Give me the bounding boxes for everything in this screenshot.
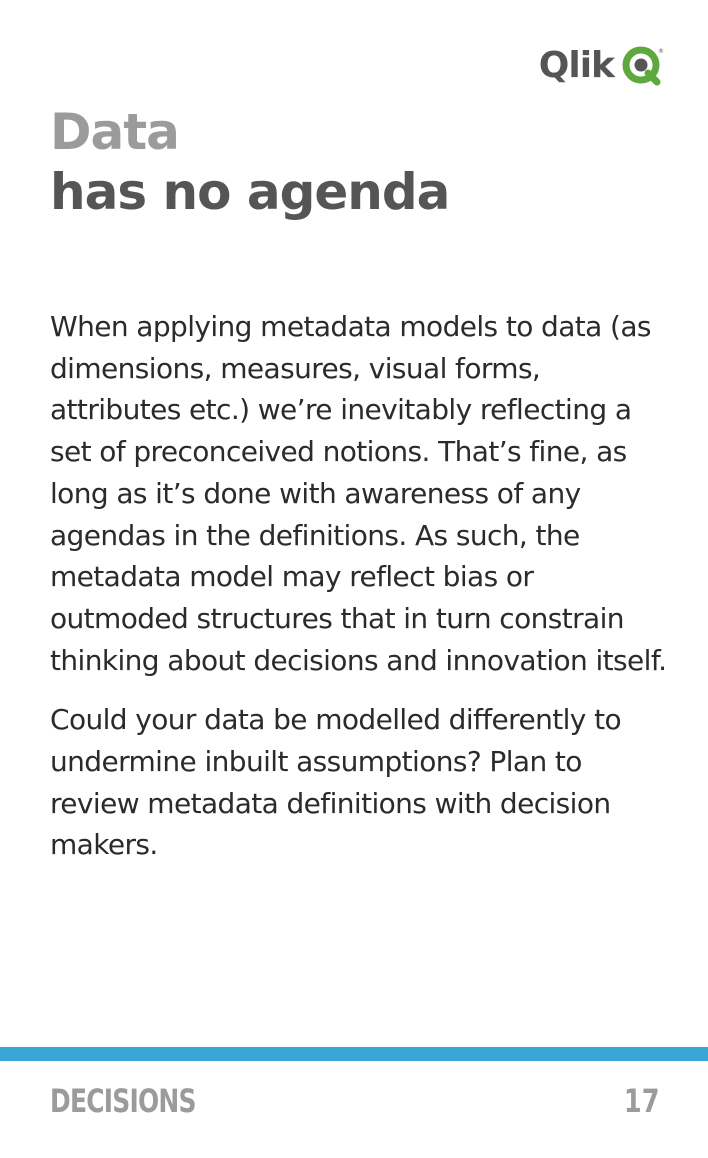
title-line-agenda: has no agenda xyxy=(50,163,450,221)
svg-text:®: ® xyxy=(658,48,664,55)
body-paragraph-1: When applying metadata models to data (a… xyxy=(50,310,667,677)
footer-divider-bar xyxy=(0,1047,708,1061)
page-number: 17 xyxy=(624,1082,660,1120)
qlik-q-icon: ® xyxy=(622,46,664,86)
title-line-data: Data xyxy=(50,103,180,161)
qlik-logo: Qlik ® xyxy=(539,44,664,88)
footer-section-label: DECISIONS xyxy=(50,1082,196,1120)
logo-text: Qlik xyxy=(538,45,615,86)
body-content: When applying metadata models to data (a… xyxy=(50,306,670,884)
page-title: Data has no agenda xyxy=(50,102,450,222)
body-paragraph-2: Could your data be modelled differently … xyxy=(50,703,622,862)
